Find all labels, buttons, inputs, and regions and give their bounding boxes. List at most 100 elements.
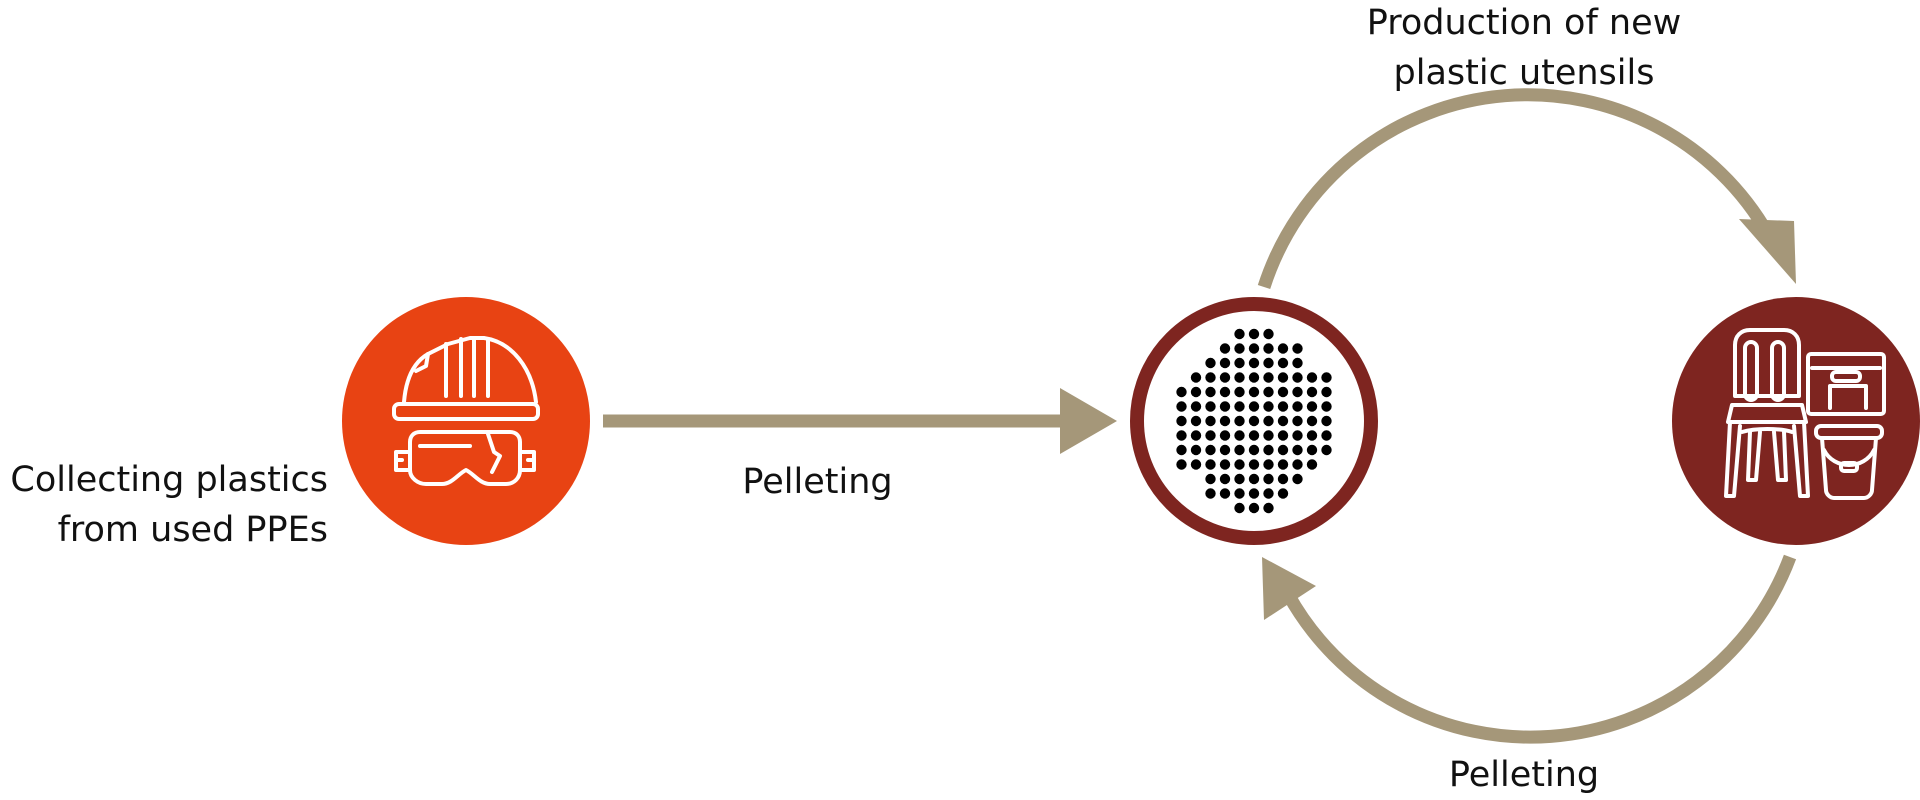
pellet-dot xyxy=(1190,401,1202,412)
products-node xyxy=(1672,297,1920,545)
pellet-dot xyxy=(1292,401,1303,412)
pellet-dot xyxy=(1292,430,1303,441)
pellet-dot xyxy=(1190,430,1202,441)
pellet-dot xyxy=(1263,343,1274,354)
pellet-dot xyxy=(1248,415,1260,427)
pellet-dot xyxy=(1277,386,1289,398)
pellet-dot xyxy=(1234,343,1245,354)
arrow-ppe-to-pellets xyxy=(603,388,1117,454)
pellet-dot xyxy=(1176,444,1187,456)
pellet-dot xyxy=(1219,401,1231,412)
pellet-dot xyxy=(1321,444,1332,456)
pellet-dot xyxy=(1263,357,1274,369)
hard-hat-goggles-icon xyxy=(392,336,540,486)
pellet-dot xyxy=(1234,328,1245,340)
pellet-dot xyxy=(1263,372,1274,383)
pellet-dot xyxy=(1219,415,1231,427)
pellet-dot xyxy=(1277,430,1289,441)
pellet-dot xyxy=(1263,430,1274,441)
pellet-dot xyxy=(1176,415,1187,427)
pellet-dot xyxy=(1306,386,1318,398)
pellet-dot xyxy=(1263,488,1274,499)
label-collecting-line-1: Collecting plastics xyxy=(10,460,328,500)
pellet-dot xyxy=(1234,488,1245,499)
pellet-dot xyxy=(1234,372,1245,383)
pellet-dot xyxy=(1205,386,1216,398)
pellet-dot xyxy=(1205,401,1216,412)
pellet-dot xyxy=(1248,444,1260,456)
pellet-dot xyxy=(1190,386,1202,398)
pellet-dot xyxy=(1219,488,1231,499)
pellet-dot xyxy=(1292,372,1303,383)
pellet-dot xyxy=(1176,459,1187,470)
pellet-dot xyxy=(1205,459,1216,470)
pellet-dot xyxy=(1292,343,1303,354)
pellet-dot xyxy=(1277,401,1289,412)
pellet-dot xyxy=(1263,401,1274,412)
pellet-dot xyxy=(1219,459,1231,470)
pellet-dot xyxy=(1277,415,1289,427)
pellet-dot xyxy=(1263,328,1274,340)
pellet-dot xyxy=(1234,444,1245,456)
pellet-dot xyxy=(1263,415,1274,427)
chair-and-bucket-icon xyxy=(1724,328,1886,500)
pellet-dot xyxy=(1321,430,1332,441)
pellet-dot xyxy=(1234,430,1245,441)
pellet-dot xyxy=(1219,386,1231,398)
pellet-dot xyxy=(1205,473,1216,485)
pellet-dot xyxy=(1321,386,1332,398)
pellet-dot xyxy=(1190,459,1202,470)
label-collecting-plastics: Collecting plastics from used PPEs xyxy=(10,455,328,555)
pellet-dot xyxy=(1234,502,1245,514)
pellet-dot xyxy=(1248,473,1260,485)
pellet-dot xyxy=(1292,386,1303,398)
pellet-dot xyxy=(1277,343,1289,354)
pellet-dot xyxy=(1219,372,1231,383)
plastic-pellets-icon xyxy=(1176,328,1332,514)
pellet-dot xyxy=(1234,357,1245,369)
label-pelleting-main: Pelleting xyxy=(742,462,893,502)
pellet-dot xyxy=(1306,459,1318,470)
pellet-dot xyxy=(1306,401,1318,412)
pellet-dot xyxy=(1277,372,1289,383)
pellet-dot xyxy=(1277,357,1289,369)
arrow-products-to-pellets xyxy=(1262,554,1797,744)
label-collecting-line-2: from used PPEs xyxy=(57,510,328,550)
pellet-dot xyxy=(1292,459,1303,470)
label-production-line-2: plastic utensils xyxy=(1393,53,1655,93)
pellet-dot xyxy=(1248,372,1260,383)
arrow-pellets-to-products xyxy=(1257,88,1796,289)
pellet-dot xyxy=(1248,401,1260,412)
pellet-dot xyxy=(1205,488,1216,499)
pellet-dot xyxy=(1205,444,1216,456)
pellet-dot xyxy=(1277,459,1289,470)
pellet-dot xyxy=(1248,459,1260,470)
pellet-dot xyxy=(1263,502,1274,514)
pellet-dot xyxy=(1219,444,1231,456)
pellet-dot xyxy=(1205,415,1216,427)
pellet-dot xyxy=(1292,473,1303,485)
pellet-dot xyxy=(1205,357,1216,369)
pellet-dot xyxy=(1263,444,1274,456)
pellet-dot xyxy=(1277,444,1289,456)
pellet-dot xyxy=(1306,430,1318,441)
pellet-dot xyxy=(1263,386,1274,398)
label-pelleting-cycle: Pelleting xyxy=(1448,755,1600,795)
pellet-dot xyxy=(1321,415,1332,427)
pellet-dot xyxy=(1306,444,1318,456)
pellet-dot xyxy=(1219,357,1231,369)
pellet-dot xyxy=(1234,415,1245,427)
pellet-dot xyxy=(1176,386,1187,398)
pellet-dot xyxy=(1321,401,1332,412)
pellet-dot xyxy=(1190,444,1202,456)
pellet-dot xyxy=(1263,473,1274,485)
pellet-dot xyxy=(1219,343,1231,354)
pellet-dot xyxy=(1205,372,1216,383)
pellet-dot xyxy=(1292,357,1303,369)
pellet-dot xyxy=(1234,386,1245,398)
ppe-node xyxy=(342,297,590,545)
pellet-dot xyxy=(1306,372,1318,383)
pellet-dot xyxy=(1248,502,1260,514)
label-production: Production of new plastic utensils xyxy=(1274,0,1774,98)
